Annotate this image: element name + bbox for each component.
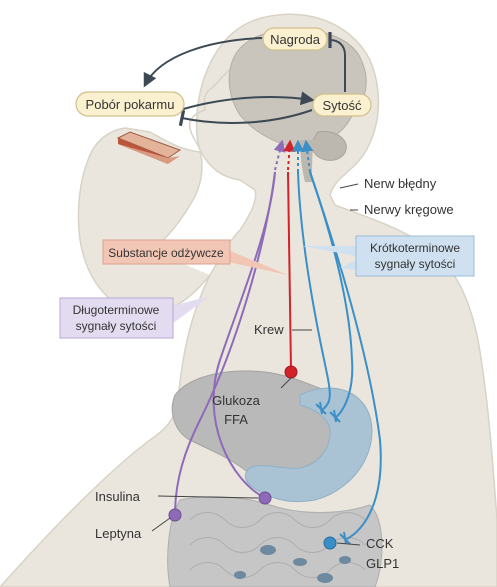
glucose-label: Glukoza (212, 393, 260, 408)
blood-glucose-dot (285, 366, 297, 378)
food-intake-label: Pobór pokarmu (86, 97, 175, 112)
reward-label: Nagroda (270, 32, 321, 47)
ffa-label: FFA (224, 412, 248, 427)
nutrients-label: Substancje odżywcze (108, 246, 224, 260)
reward-pill: Nagroda (263, 28, 327, 50)
intestines (168, 497, 382, 587)
food-intake-pill: Pobór pokarmu (76, 92, 184, 116)
insulin-label: Insulina (95, 489, 141, 504)
satiety-pill: Sytość (313, 94, 371, 116)
leptin-label: Leptyna (95, 526, 142, 541)
vagus-nerve-label: Nerw błędny (364, 176, 437, 191)
arm (78, 128, 210, 313)
glp1-label: GLP1 (366, 556, 399, 571)
cck-label: CCK (366, 536, 394, 551)
short-term-label-line2: sygnały sytości (375, 257, 456, 271)
cck-dot (324, 537, 336, 549)
blood-label: Krew (254, 322, 284, 337)
long-term-signals-box: Długoterminowe sygnały sytości (60, 296, 210, 338)
insulin-dot (259, 492, 271, 504)
long-term-label-line2: sygnały sytości (76, 319, 157, 333)
leptin-dot (169, 509, 181, 521)
satiety-label: Sytość (322, 98, 362, 113)
long-term-label-line1: Długoterminowe (73, 303, 160, 317)
short-term-label-line1: Krótkoterminowe (370, 241, 460, 255)
spinal-nerves-label: Nerwy kręgowe (364, 202, 454, 217)
